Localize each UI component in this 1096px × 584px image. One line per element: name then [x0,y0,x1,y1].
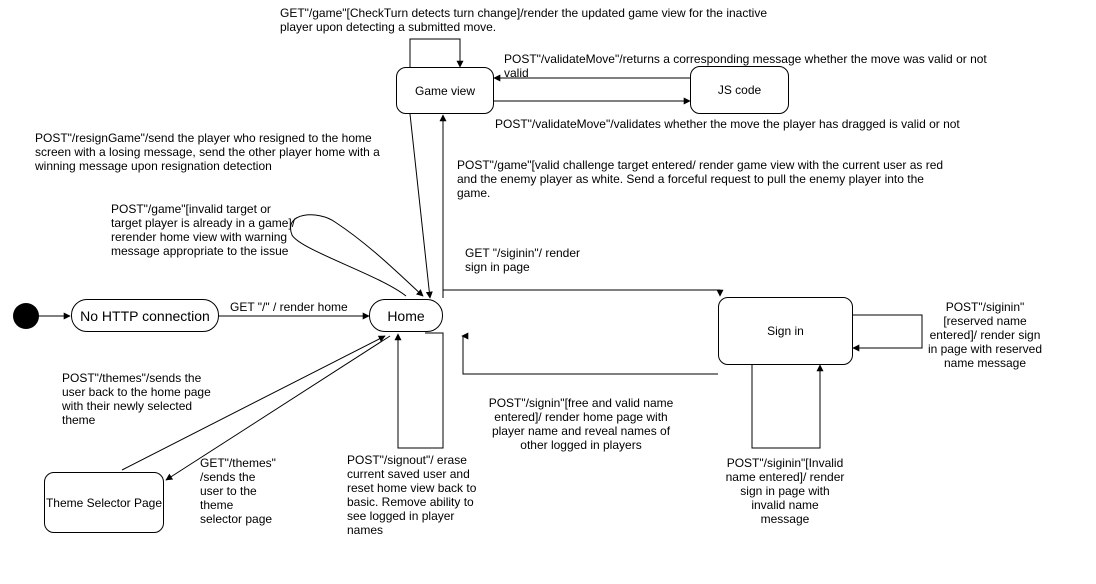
arrow-signin-invalid [751,364,824,449]
label-validate-send: POST"/validateMove"/validates whether th… [495,117,960,131]
arrow-check-turn [409,38,464,68]
label-signin-reserved: POST"/siginin" [reserved name entered]/ … [927,300,1043,370]
arrow-resign [409,113,433,299]
label-themes-post: POST"/themes"/sends the user back to the… [62,371,211,427]
label-get-root: GET "/" / render home [230,300,348,314]
label-validate-return: POST"/validateMove"/returns a correspond… [504,52,987,80]
label-signin-free: POST"/signin"[free and valid name entere… [488,396,674,452]
state-theme-selector: Theme Selector Page [44,472,164,533]
arrow-signout [394,332,444,449]
label-game-invalid: POST"/game"[invalid target or target pla… [111,202,296,258]
state-game-view: Game view [396,67,494,114]
initial-state [13,303,39,329]
arrow-game-invalid [290,214,424,297]
state-no-http: No HTTP connection [71,299,219,332]
label-resign: POST"/resignGame"/send the player who re… [35,131,380,173]
state-sign-in: Sign in [718,297,853,365]
state-js-code: JS code [690,66,789,114]
arrow-themes-get [165,335,391,481]
state-home: Home [369,299,443,332]
label-signin-invalid: POST"/siginin"[Invalid name entered]/ re… [725,456,845,526]
label-signout: POST"/signout"/ erase current saved user… [347,453,477,537]
arrow-signin-free [461,332,718,375]
arrow-themes-post [121,335,386,471]
label-themes-get: GET"/themes" /sends the user to the them… [200,456,276,526]
label-game-challenge: POST"/game"[valid challenge target enter… [457,158,944,200]
label-check-turn: GET"/game"[CheckTurn detects turn change… [280,6,768,34]
arrow-get-signin [443,289,724,297]
arrow-signin-reserved [852,314,923,352]
label-get-signin: GET "/siginin"/ render sign in page [465,246,581,274]
